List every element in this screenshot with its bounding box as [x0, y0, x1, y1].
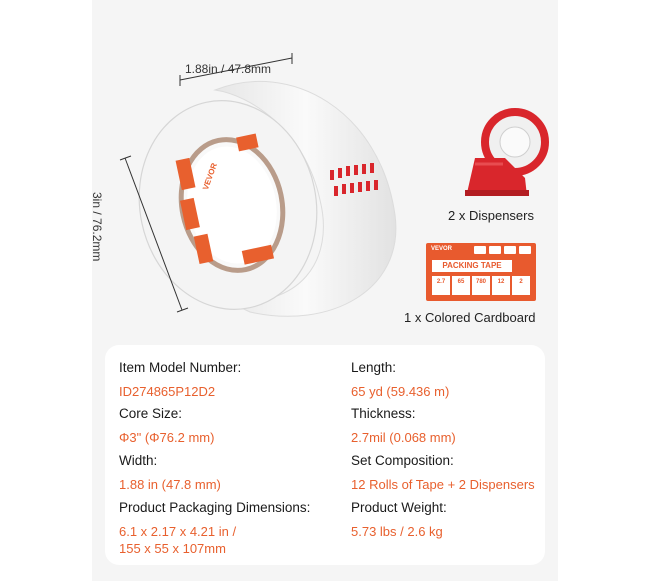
- spec-length: Length: 65 yd (59.436 m): [351, 360, 449, 400]
- spec-value: ID274865P12D2: [119, 384, 216, 399]
- cardboard-brand: VEVOR: [431, 246, 453, 252]
- spec-label: Core Size:: [119, 406, 183, 421]
- spec-item-model: Item Model Number: ID274865P12D2: [119, 360, 241, 400]
- spec-set-composition: Set Composition: 12 Rolls of Tape + 2 Di…: [351, 453, 535, 493]
- spec-card: Item Model Number: ID274865P12D2 Length:…: [105, 345, 545, 565]
- width-dimension-label: 1.88in / 47.8mm: [185, 62, 272, 76]
- cardboard-cell: 2: [512, 276, 530, 295]
- cardboard-cell: 65: [452, 276, 470, 295]
- colored-cardboard: VEVOR PACKING TAPE 2.7 65 780 12 2: [426, 243, 536, 301]
- spec-value-line: 6.1 x 2.17 x 4.21 in /: [119, 524, 237, 539]
- cardboard-cell: 12: [492, 276, 510, 295]
- cardboard-cell: 2.7: [432, 276, 450, 295]
- cardboard-chip: [474, 246, 486, 254]
- spec-label: Length:: [351, 360, 397, 375]
- spec-value: 2.7mil (0.068 mm): [351, 430, 456, 445]
- spec-label: Product Packaging Dimensions:: [119, 500, 311, 515]
- spec-label: Set Composition:: [351, 453, 454, 468]
- spec-value: 1.88 in (47.8 mm): [119, 477, 221, 492]
- cardboard-chip: [519, 246, 531, 254]
- cardboard-caption: 1 x Colored Cardboard: [404, 310, 536, 325]
- spec-packaging-dimensions: Product Packaging Dimensions: 6.1 x 2.17…: [119, 500, 310, 557]
- dispensers-caption: 2 x Dispensers: [448, 208, 534, 223]
- tape-roll-illustration: [119, 53, 397, 317]
- side-print: [330, 163, 378, 196]
- spec-product-weight: Product Weight: 5.73 lbs / 2.6 kg: [351, 500, 447, 540]
- spec-label: Width:: [119, 453, 158, 468]
- spec-label: Item Model Number:: [119, 360, 242, 375]
- height-dimension-line: [124, 157, 183, 311]
- spec-core-size: Core Size: Φ3" (Φ76.2 mm): [119, 406, 214, 446]
- spec-value-line: 155 x 55 x 107mm: [119, 541, 226, 556]
- cardboard-cell: 780: [472, 276, 490, 295]
- cardboard-chip: [489, 246, 501, 254]
- spec-label: Product Weight:: [351, 500, 447, 515]
- spec-width: Width: 1.88 in (47.8 mm): [119, 453, 221, 493]
- spec-label: Thickness:: [351, 406, 416, 421]
- spec-value: Φ3" (Φ76.2 mm): [119, 430, 215, 445]
- cardboard-chip: [504, 246, 516, 254]
- dispenser-illustration: [465, 108, 549, 196]
- width-dimension-line: [179, 57, 293, 81]
- cardboard-cells: 2.7 65 780 12 2: [432, 276, 530, 295]
- spec-value: 12 Rolls of Tape + 2 Dispensers: [351, 477, 535, 492]
- spec-value: 65 yd (59.436 m): [351, 384, 450, 399]
- spec-thickness: Thickness: 2.7mil (0.068 mm): [351, 406, 456, 446]
- height-dimension-label: 3in / 76.2mm: [90, 192, 104, 262]
- core-print: [175, 133, 275, 265]
- spec-value: 6.1 x 2.17 x 4.21 in / 155 x 55 x 107mm: [119, 523, 310, 557]
- cardboard-title: PACKING TAPE: [432, 260, 512, 272]
- spec-value: 5.73 lbs / 2.6 kg: [351, 524, 443, 539]
